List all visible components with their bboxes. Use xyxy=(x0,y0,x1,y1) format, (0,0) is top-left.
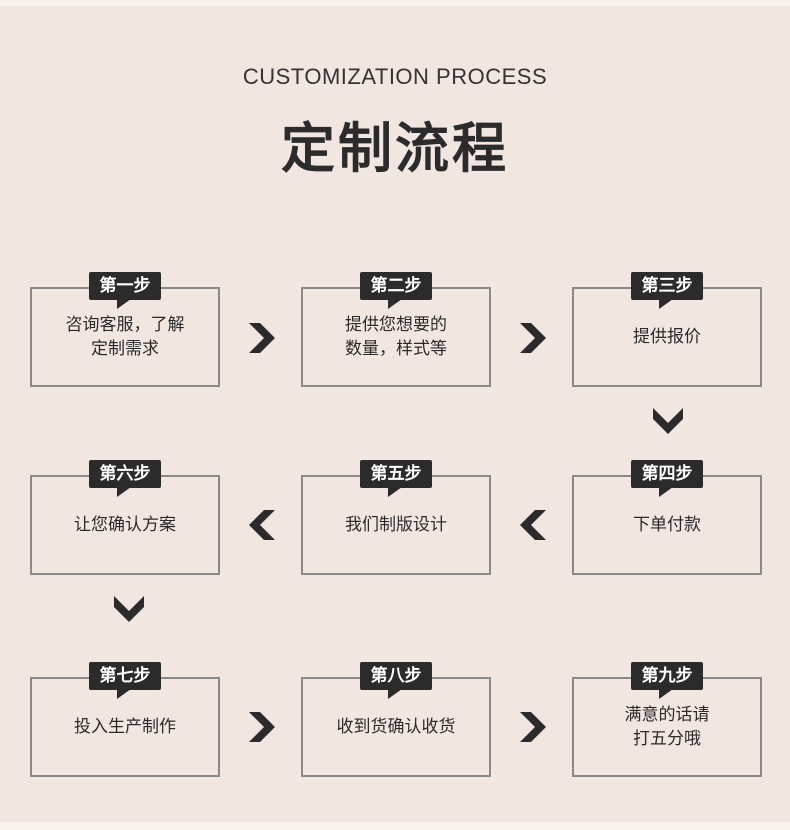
top-strip xyxy=(0,0,790,6)
step-text-6: 让您确认方案 xyxy=(74,515,176,535)
chevron-down-icon xyxy=(114,596,144,622)
step-box-5: 第五步 我们制版设计 xyxy=(301,460,491,575)
chevron-right-icon xyxy=(520,323,546,353)
bottom-strip xyxy=(0,822,790,830)
step-text-1: 咨询客服，了解 定制需求 xyxy=(65,315,185,359)
step-box-7: 第七步 投入生产制作 xyxy=(30,662,220,777)
step-text-9: 满意的话请 打五分哦 xyxy=(624,705,710,749)
chevron-right-icon xyxy=(249,323,275,353)
step-tag-5: 第五步 xyxy=(360,460,432,497)
step-box-3: 第三步 提供报价 xyxy=(572,272,762,387)
step-tag-8: 第八步 xyxy=(360,662,432,699)
step-text-5: 我们制版设计 xyxy=(345,515,447,535)
step-tag-6: 第六步 xyxy=(89,460,161,497)
step-box-8: 第八步 收到货确认收货 xyxy=(301,662,491,777)
chevron-right-icon xyxy=(249,712,275,742)
step-box-1: 第一步 咨询客服，了解 定制需求 xyxy=(30,272,220,387)
step-tag-4: 第四步 xyxy=(631,460,703,497)
step-tag-7: 第七步 xyxy=(89,662,161,699)
step-text-4: 下单付款 xyxy=(633,515,701,535)
step-box-2: 第二步 提供您想要的 数量，样式等 xyxy=(301,272,491,387)
step-tag-3: 第三步 xyxy=(631,272,703,309)
chevron-left-icon xyxy=(249,510,275,540)
step-box-6: 第六步 让您确认方案 xyxy=(30,460,220,575)
title-chinese: 定制流程 xyxy=(281,117,509,180)
chevron-right-icon xyxy=(520,712,546,742)
step-tag-9: 第九步 xyxy=(631,662,703,699)
step-text-3: 提供报价 xyxy=(633,327,701,347)
step-tag-1: 第一步 xyxy=(89,272,161,309)
step-box-4: 第四步 下单付款 xyxy=(572,460,762,575)
chevron-left-icon xyxy=(520,510,546,540)
chevron-down-icon xyxy=(653,408,683,434)
title-english: CUSTOMIZATION PROCESS xyxy=(242,64,548,89)
step-text-8: 收到货确认收货 xyxy=(336,717,456,737)
step-tag-2: 第二步 xyxy=(360,272,432,309)
step-text-2: 提供您想要的 数量，样式等 xyxy=(345,315,447,359)
step-text-7: 投入生产制作 xyxy=(74,717,176,737)
step-box-9: 第九步 满意的话请 打五分哦 xyxy=(572,662,762,777)
